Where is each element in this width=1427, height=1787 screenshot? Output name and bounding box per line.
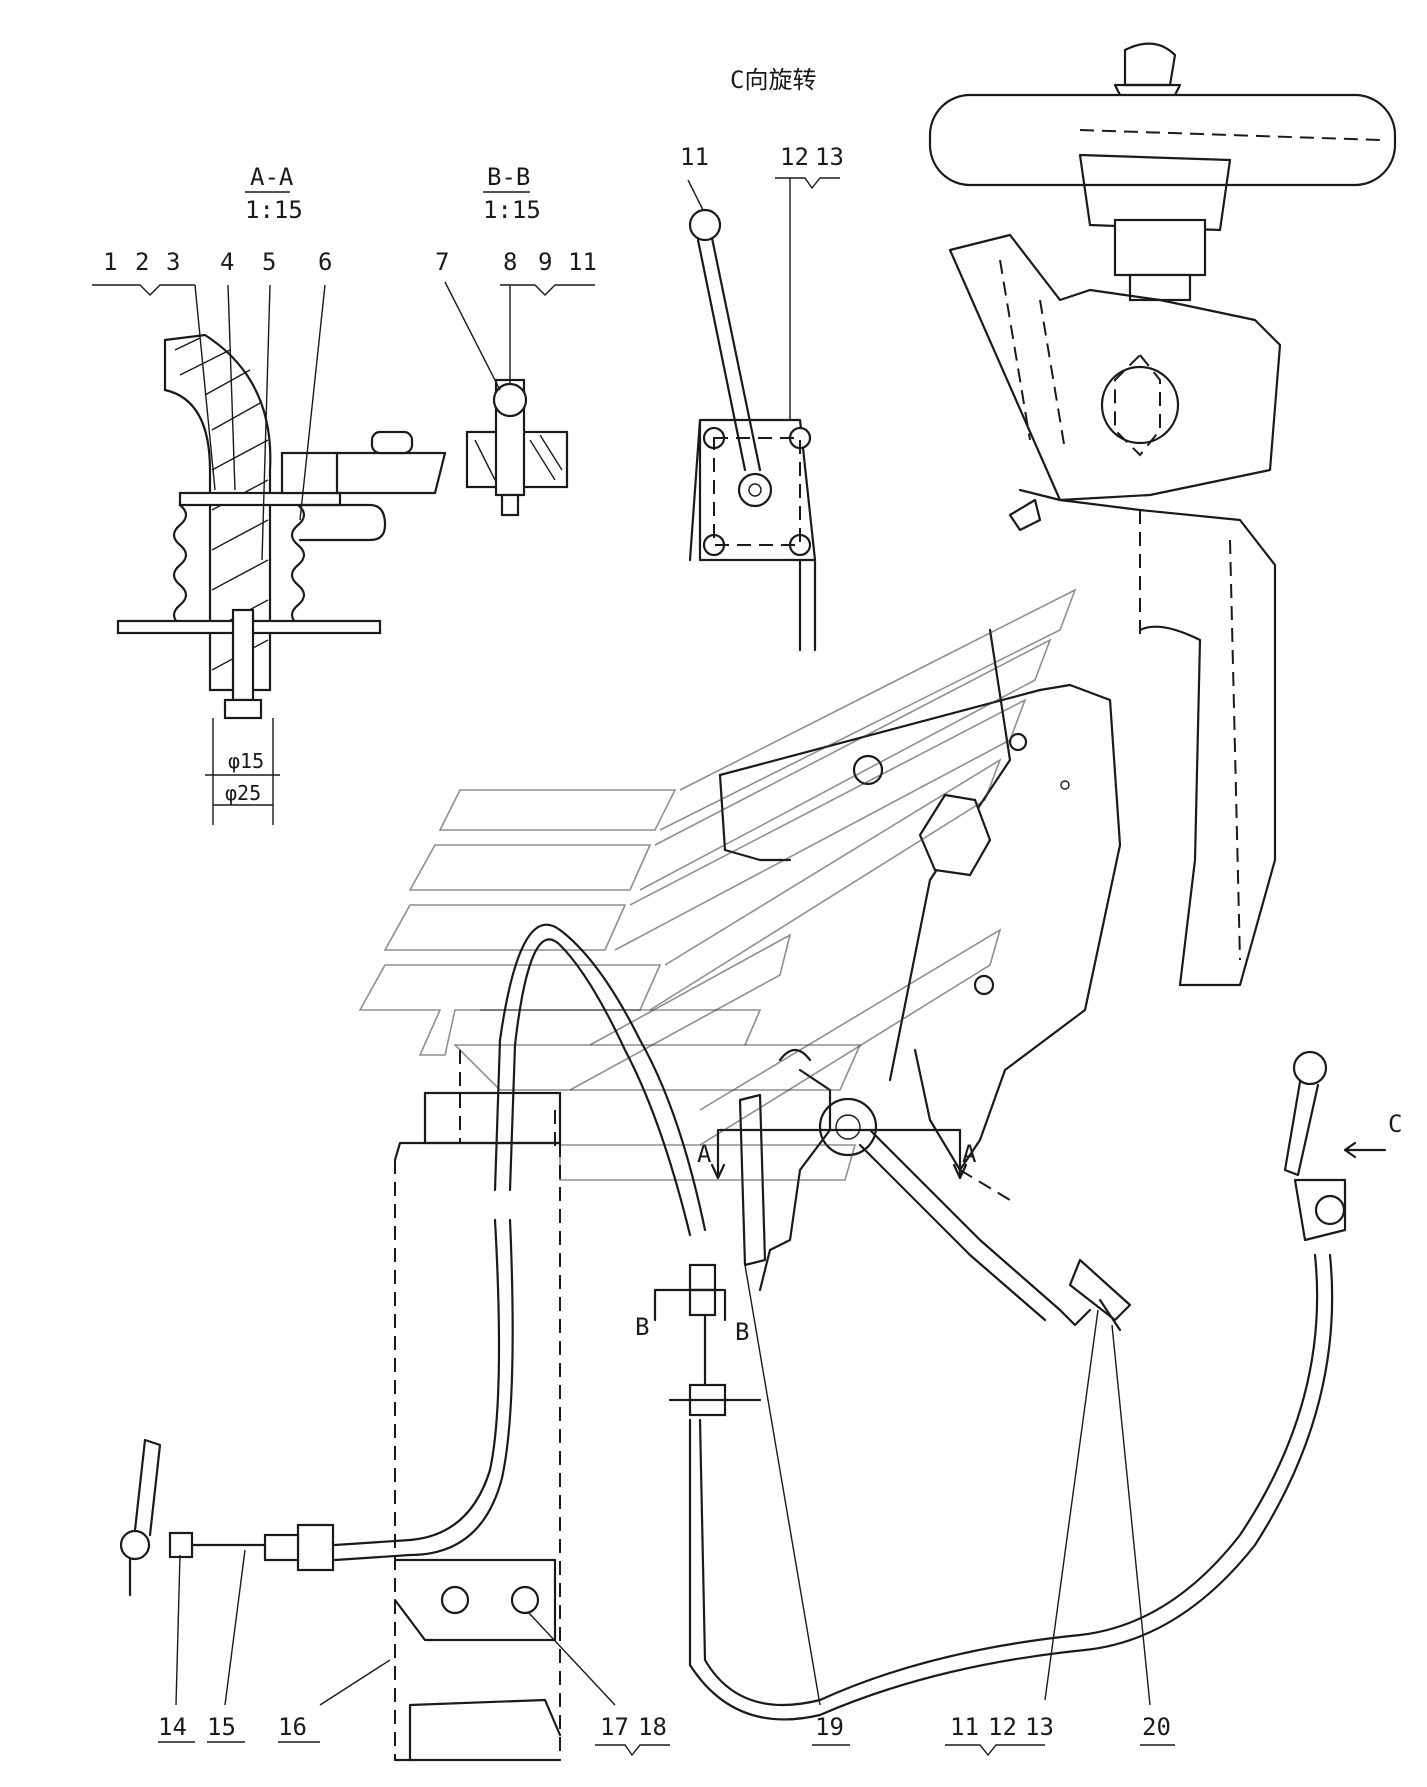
section-bb-name: B-B bbox=[487, 163, 530, 191]
callouts-bottom: 14 15 16 17 18 19 11 12 13 20 bbox=[158, 1264, 1175, 1757]
spring bbox=[172, 503, 188, 627]
section-mark-c: C bbox=[1388, 1110, 1402, 1138]
callout-5: 5 bbox=[262, 248, 276, 276]
callout-12: 12 bbox=[780, 143, 809, 171]
callout-8: 8 bbox=[503, 248, 517, 276]
callout-14: 14 bbox=[158, 1713, 187, 1741]
section-bb-view: B-B 1:15 bbox=[465, 163, 569, 517]
hand-lever-cable: C B B bbox=[635, 1050, 1402, 1721]
callout-13: 13 bbox=[815, 143, 844, 171]
callout-1: 1 bbox=[103, 248, 117, 276]
callout-16: 16 bbox=[278, 1713, 307, 1741]
callouts-top: 1 2 3 4 5 6 7 8 9 11 11 12 13 bbox=[92, 143, 844, 561]
section-mark-b-right: B bbox=[735, 1318, 749, 1346]
dim-phi15: φ15 bbox=[228, 749, 264, 773]
callout-15: 15 bbox=[207, 1713, 236, 1741]
callout-18: 18 bbox=[638, 1713, 667, 1741]
callout-11-bottom: 11 bbox=[950, 1713, 979, 1741]
callout-13-bottom: 13 bbox=[1025, 1713, 1054, 1741]
callout-7: 7 bbox=[435, 248, 449, 276]
callout-12-bottom: 12 bbox=[988, 1713, 1017, 1741]
left-housing-cable bbox=[119, 923, 762, 1762]
section-aa-name: A-A bbox=[250, 163, 294, 191]
callout-17: 17 bbox=[600, 1713, 629, 1741]
view-title: C向旋转 bbox=[730, 66, 816, 94]
lever-handle bbox=[163, 333, 272, 692]
callout-4: 4 bbox=[220, 248, 234, 276]
section-mark-b-left: B bbox=[635, 1313, 649, 1341]
callout-6: 6 bbox=[318, 248, 332, 276]
section-mark-a-right: A bbox=[962, 1140, 977, 1168]
callout-3: 3 bbox=[166, 248, 180, 276]
callout-9: 9 bbox=[538, 248, 552, 276]
steering-assembly bbox=[928, 42, 1397, 987]
watermark-logo bbox=[358, 588, 1077, 1181]
callout-2: 2 bbox=[135, 248, 149, 276]
callout-20: 20 bbox=[1142, 1713, 1171, 1741]
callout-19: 19 bbox=[815, 1713, 844, 1741]
section-aa-scale: 1:15 bbox=[245, 196, 303, 224]
callout-11-lever: 11 bbox=[680, 143, 709, 171]
dim-phi25: φ25 bbox=[225, 781, 261, 805]
section-mark-a-left: A bbox=[697, 1140, 712, 1168]
section-aa-view: A-A 1:15 bbox=[116, 163, 447, 825]
lever-detail-view bbox=[688, 208, 817, 652]
pedal-frame: A A bbox=[697, 628, 1132, 1332]
callout-11-top-bb: 11 bbox=[568, 248, 597, 276]
section-bb-scale: 1:15 bbox=[483, 196, 541, 224]
